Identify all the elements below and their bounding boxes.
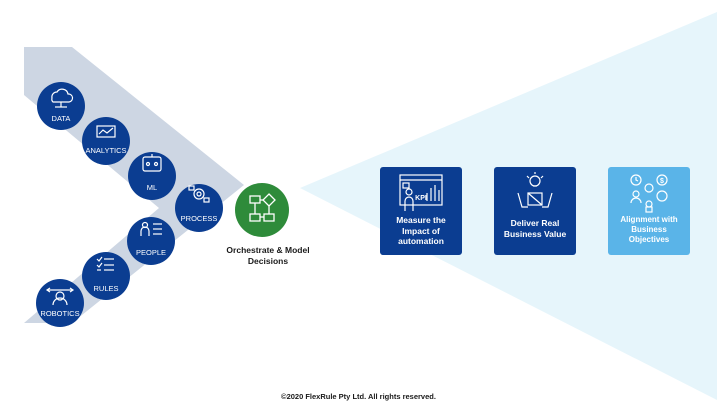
robot-head-icon (142, 154, 162, 172)
cloud-database-icon (51, 88, 74, 108)
hub-orchestrate (235, 183, 289, 237)
node-robotics-label: ROBOTICS (40, 309, 79, 318)
kpi-dashboard-icon: KPI (399, 174, 443, 211)
node-analytics-label: ANALYTICS (85, 146, 126, 155)
node-ml-label: ML (147, 183, 157, 192)
robot-arms-icon (45, 287, 75, 306)
svg-text:$: $ (660, 178, 664, 185)
hub-label-line-2: Decisions (247, 256, 289, 266)
node-rules: RULES (82, 252, 130, 300)
card-alignment-caption: Alignment with Business Objectives (620, 215, 678, 244)
svg-text:KPI: KPI (415, 195, 427, 202)
node-people-label: PEOPLE (136, 248, 166, 257)
node-process: PROCESS (175, 184, 223, 232)
card-business-value: Deliver Real Business Value (494, 167, 576, 255)
process-gear-icon (188, 185, 210, 203)
node-analytics: ANALYTICS (82, 117, 130, 165)
card-business-value-caption: Deliver Real Business Value (503, 218, 567, 239)
node-data: DATA (37, 82, 85, 130)
analytics-chart-icon (96, 125, 116, 138)
hands-lightbulb-icon (517, 172, 553, 208)
node-ml: ML (128, 152, 176, 200)
node-process-label: PROCESS (181, 214, 218, 223)
node-robotics: ROBOTICS (36, 279, 84, 327)
hub-label-line-1: Orchestrate & Model (226, 245, 310, 255)
node-people: PEOPLE (127, 217, 175, 265)
node-rules-label: RULES (93, 284, 118, 293)
team-alignment-icon: $ (630, 174, 668, 213)
card-measure-impact: KPI Measure the Impact of automation (380, 167, 462, 255)
rules-checklist-icon (96, 256, 114, 271)
node-data-label: DATA (52, 114, 71, 123)
copyright-notice: ©2020 FlexRule Pty Ltd. All rights reser… (281, 392, 436, 401)
person-checklist-icon (140, 221, 162, 236)
flowchart-icon (249, 193, 276, 222)
card-alignment: $ Alignment with Business Objectives (608, 167, 690, 255)
card-measure-impact-caption: Measure the Impact of automation (396, 215, 446, 246)
hub-label: Orchestrate & Model Decisions (218, 245, 318, 267)
